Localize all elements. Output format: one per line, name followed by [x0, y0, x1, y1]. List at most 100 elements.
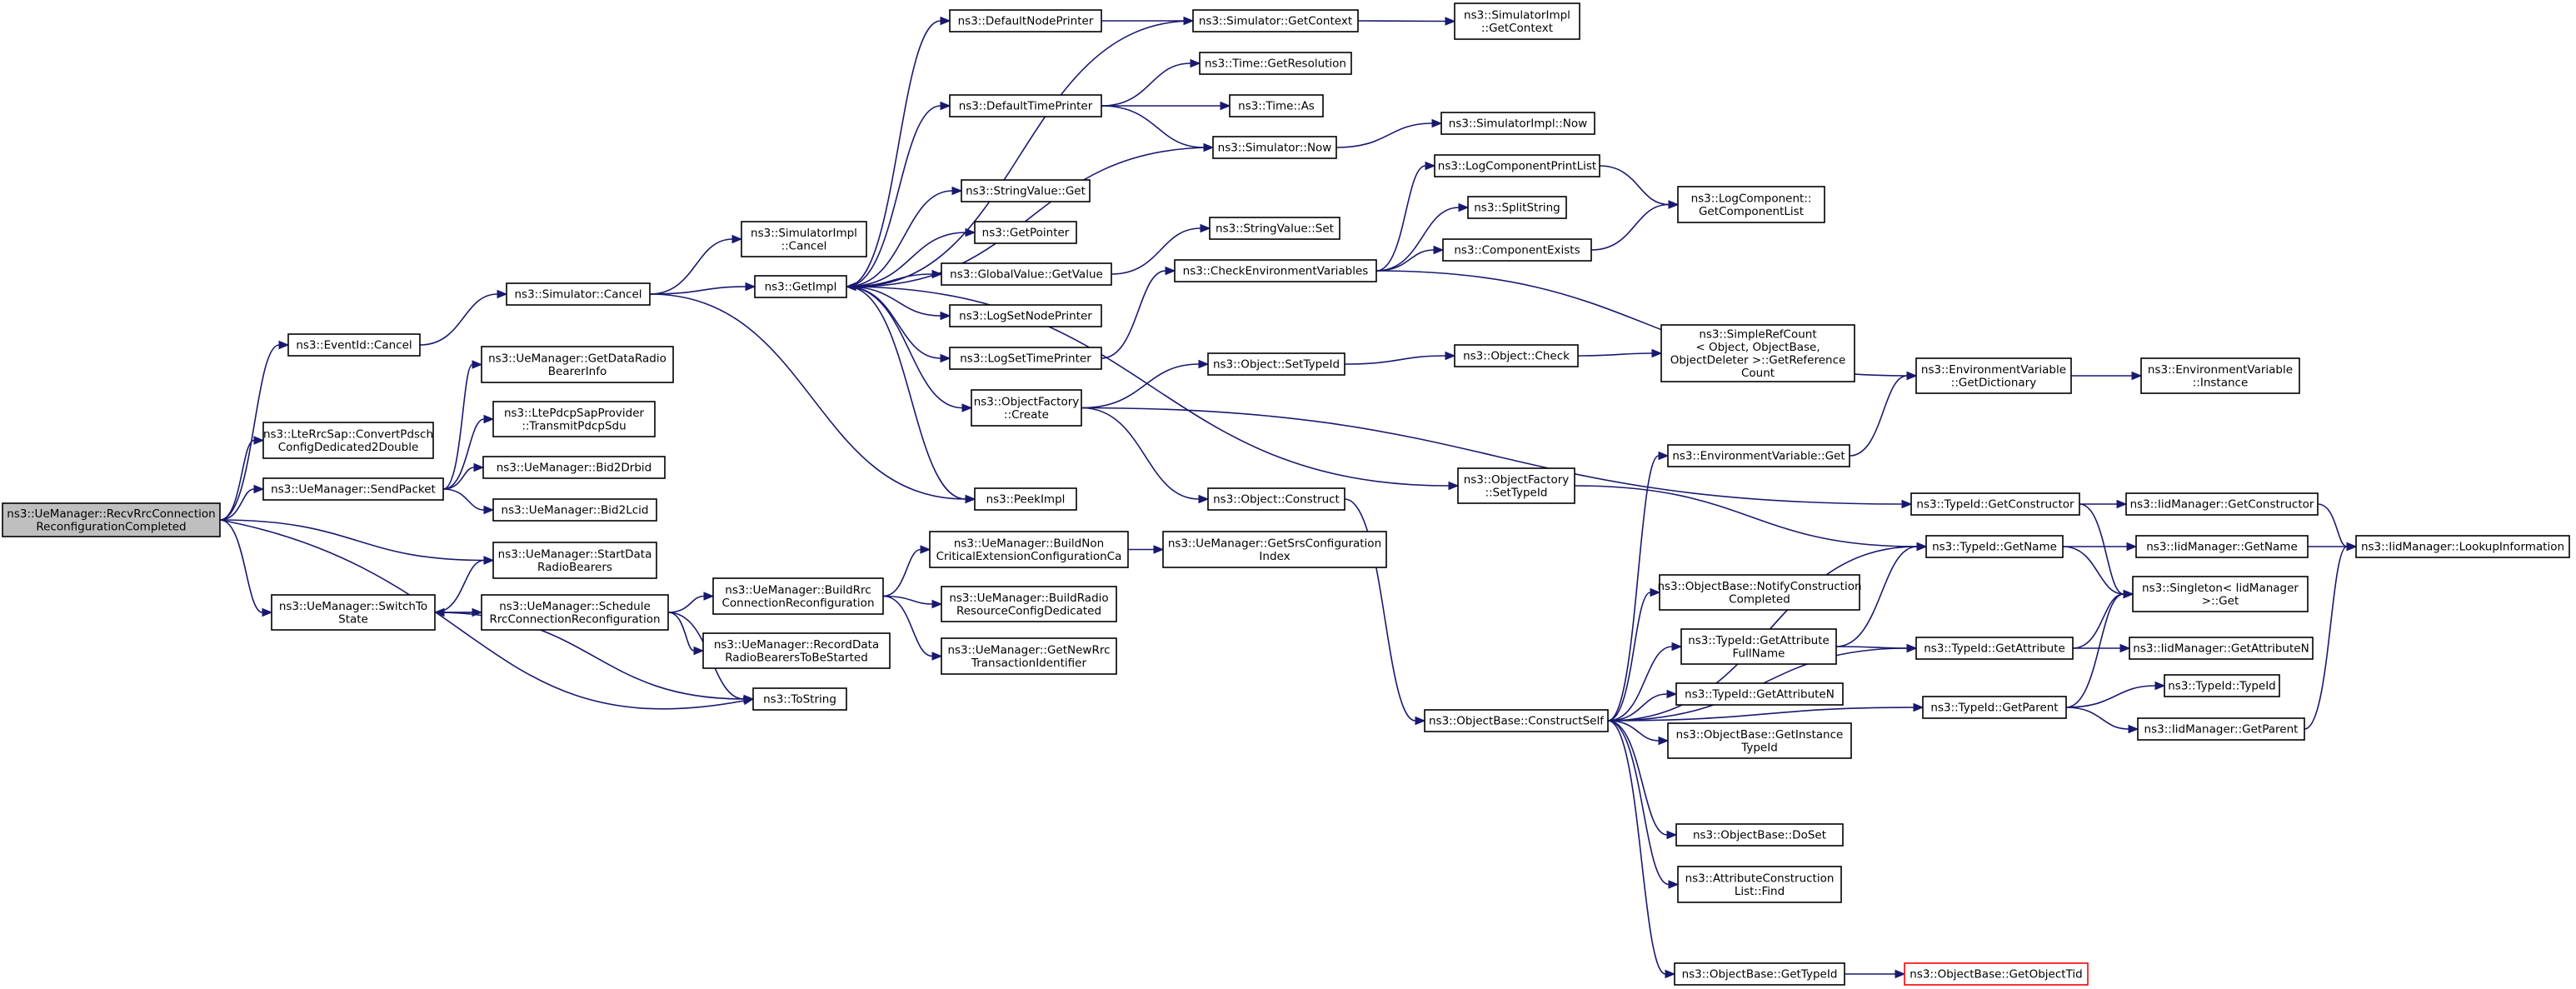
node-objcheck[interactable]: ns3::Object::Check — [1454, 344, 1579, 367]
node-box — [741, 221, 867, 257]
node-objfactcreate[interactable]: ns3::ObjectFactory::Create — [971, 389, 1082, 427]
node-buildnoncrit[interactable]: ns3::UeManager::BuildNonCriticalExtensio… — [929, 531, 1129, 568]
node-tidgetconstructor[interactable]: ns3::TypeId::GetConstructor — [1910, 492, 2080, 516]
node-globalvalueget[interactable]: ns3::GlobalValue::GetValue — [941, 262, 1112, 286]
node-logsettime[interactable]: ns3::LogSetTimePrinter — [949, 347, 1102, 370]
node-splitstring[interactable]: ns3::SplitString — [1467, 196, 1567, 219]
node-peekimpl[interactable]: ns3::PeekImpl — [974, 487, 1077, 511]
node-label: ns3::ToString — [763, 693, 836, 707]
node-box — [1174, 259, 1377, 282]
node-simimplgetctx[interactable]: ns3::SimulatorImpl::GetContext — [1454, 2, 1580, 40]
node-box — [492, 498, 657, 522]
node-iidgetname[interactable]: ns3::IidManager::GetName — [2135, 535, 2309, 558]
node-envgetdict[interactable]: ns3::EnvironmentVariable::GetDictionary — [1915, 357, 2072, 394]
node-simnow[interactable]: ns3::Simulator::Now — [1212, 136, 1337, 159]
node-box — [481, 346, 674, 383]
node-iidlookup[interactable]: ns3::IidManager::LookupInformation — [2355, 535, 2570, 558]
node-evcancel[interactable]: ns3::EventId::Cancel — [287, 333, 421, 357]
node-recorddata[interactable]: ns3::UeManager::RecordDataRadioBearersTo… — [702, 632, 891, 669]
node-tostring[interactable]: ns3::ToString — [752, 687, 847, 711]
node-sendpacket[interactable]: ns3::UeManager::SendPacket — [262, 477, 444, 501]
node-label: ns3::UeManager::Schedule — [499, 600, 651, 613]
node-buildrrc[interactable]: ns3::UeManager::BuildRrcConnectionReconf… — [712, 577, 884, 615]
node-box — [1442, 238, 1592, 262]
edge-checkenv-to-splitstring — [1375, 202, 1470, 272]
node-buildradio[interactable]: ns3::UeManager::BuildRadioResourceConfig… — [941, 586, 1117, 622]
node-simcancel[interactable]: ns3::Simulator::Cancel — [506, 282, 651, 306]
node-bid2lcid[interactable]: ns3::UeManager::Bid2Lcid — [492, 498, 657, 522]
node-bid2drbid[interactable]: ns3::UeManager::Bid2Drbid — [482, 456, 666, 479]
node-transmitpdcp[interactable]: ns3::LtePdcpSapProvider::TransmitPdcpSdu — [492, 401, 656, 437]
node-logcompprint[interactable]: ns3::LogComponentPrintList — [1434, 154, 1600, 177]
node-label: ns3::ObjectBase::GetTypeId — [1682, 968, 1838, 982]
node-label: ns3::UeManager::StartData — [498, 547, 652, 561]
node-stringvalueset[interactable]: ns3::StringValue::Set — [1209, 217, 1340, 240]
node-getnewrrc[interactable]: ns3::UeManager::GetNewRrcTransactionIden… — [941, 637, 1117, 675]
node-timeas[interactable]: ns3::Time::As — [1229, 94, 1324, 117]
node-singletonget[interactable]: ns3::Singleton< IidManager>::Get — [2132, 576, 2309, 612]
node-simimplcancel[interactable]: ns3::SimulatorImpl::Cancel — [741, 221, 867, 257]
node-tidtypeid[interactable]: ns3::TypeId::TypeId — [2164, 674, 2280, 697]
node-box — [949, 94, 1102, 117]
node-box — [1199, 52, 1352, 75]
node-gettypeid[interactable]: ns3::ObjectBase::GetTypeId — [1674, 962, 1845, 986]
node-compexists[interactable]: ns3::ComponentExists — [1442, 238, 1592, 262]
edge-simnow-to-getimpl — [845, 147, 1214, 292]
node-iidgetattrn[interactable]: ns3::IidManager::GetAttributeN — [2129, 637, 2314, 660]
edge-gettypeid-to-getobjecttid — [1844, 969, 1906, 979]
node-getobjecttid[interactable]: ns3::ObjectBase::GetObjectTid — [1904, 962, 2089, 986]
node-iidgetparent[interactable]: ns3::IidManager::GetParent — [2137, 717, 2305, 741]
node-iidgetconstructor[interactable]: ns3::IidManager::GetConstructor — [2125, 492, 2319, 516]
node-tidgetattribute[interactable]: ns3::TypeId::GetAttribute — [1915, 637, 2074, 660]
edge-checkenv-to-compexists — [1375, 245, 1445, 272]
node-root[interactable]: ns3::UeManager::RecvRrcConnectionReconfi… — [2, 502, 221, 537]
node-deftimeprinter[interactable]: ns3::DefaultTimePrinter — [949, 94, 1102, 117]
edge-root-to-switchto — [219, 519, 273, 617]
call-edges — [219, 16, 2358, 979]
edge-evcancel-to-simcancel — [419, 289, 508, 346]
node-envget[interactable]: ns3::EnvironmentVariable::Get — [1667, 444, 1850, 467]
node-label: ::Create — [1004, 408, 1049, 422]
node-objfactsettid[interactable]: ns3::ObjectFactory::SetTypeId — [1457, 467, 1575, 504]
node-getattrn1[interactable]: ns3::TypeId::GetAttributeN — [1675, 682, 1844, 706]
node-box — [482, 456, 666, 479]
edge-objbaseconstruct-to-attrconstrfind — [1607, 720, 1680, 889]
node-notifyconstr[interactable]: ns3::ObjectBase::NotifyConstructionCompl… — [1657, 574, 1862, 611]
node-simgetcontext[interactable]: ns3::Simulator::GetContext — [1192, 9, 1359, 32]
node-label: ns3::SimpleRefCount — [1699, 327, 1816, 341]
node-tidgetname[interactable]: ns3::TypeId::GetName — [1925, 535, 2064, 558]
node-simplerefcount[interactable]: ns3::SimpleRefCount< Object, ObjectBase,… — [1660, 324, 1855, 382]
node-checkenv[interactable]: ns3::CheckEnvironmentVariables — [1174, 259, 1377, 282]
node-box — [1910, 492, 2080, 516]
node-stringvalueget[interactable]: ns3::StringValue::Get — [961, 179, 1091, 202]
node-simimplnow[interactable]: ns3::SimulatorImpl::Now — [1440, 112, 1595, 135]
node-tidgetparent[interactable]: ns3::TypeId::GetParent — [1922, 696, 2067, 719]
node-getpointer[interactable]: ns3::GetPointer — [974, 221, 1077, 244]
node-defnodeprinter[interactable]: ns3::DefaultNodePrinter — [949, 9, 1102, 32]
node-label: ns3::UeManager::GetSrsConfiguration — [1168, 537, 1381, 550]
node-logcompgetlist[interactable]: ns3::LogComponent::GetComponentList — [1677, 186, 1825, 223]
node-envinstance[interactable]: ns3::EnvironmentVariable::Instance — [2140, 357, 2300, 394]
node-timegetres[interactable]: ns3::Time::GetResolution — [1199, 52, 1352, 75]
edge-tidgetparent-to-singletonget — [2065, 589, 2134, 708]
node-objsettypeid[interactable]: ns3::Object::SetTypeId — [1207, 352, 1345, 376]
node-doset[interactable]: ns3::ObjectBase::DoSet — [1675, 823, 1844, 847]
node-objbaseconstruct[interactable]: ns3::ObjectBase::ConstructSelf — [1424, 709, 1609, 732]
node-getimpl[interactable]: ns3::GetImpl — [754, 275, 847, 298]
edge-simcancel-to-peekimpl — [649, 293, 976, 504]
node-objconstruct[interactable]: ns3::Object::Construct — [1207, 487, 1345, 511]
node-schedule[interactable]: ns3::UeManager::ScheduleRrcConnectionRec… — [481, 594, 669, 631]
node-logsetnode[interactable]: ns3::LogSetNodePrinter — [949, 304, 1102, 327]
edge-schedule-to-buildrrc — [667, 592, 715, 613]
node-box — [949, 9, 1102, 32]
node-convert[interactable]: ns3::LteRrcSap::ConvertPdschConfigDedica… — [262, 422, 434, 459]
node-box — [1675, 682, 1844, 706]
